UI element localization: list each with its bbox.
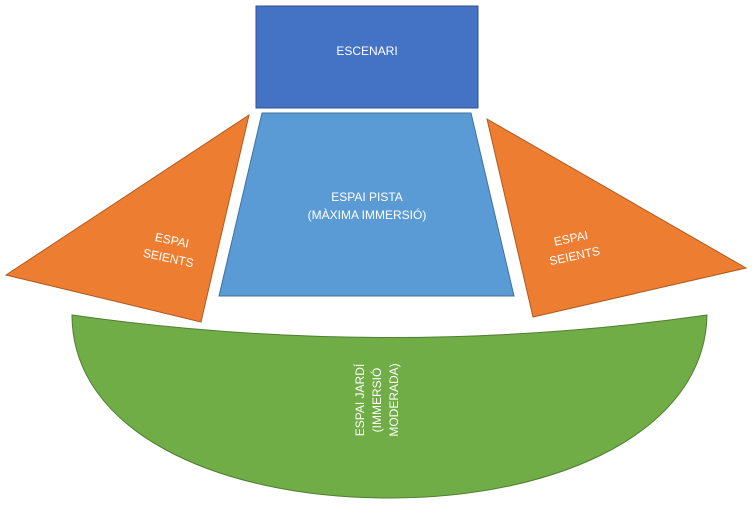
seients-right-area <box>486 117 748 318</box>
jardi-label-line1: ESPAI JARDÍ <box>352 363 367 436</box>
jardi-label-line2: (IMMERSIÓ <box>369 368 384 433</box>
stage-label: ESCENARI <box>336 44 397 58</box>
jardi-label-line3: MODERADA) <box>387 363 401 436</box>
stage-area <box>255 5 479 109</box>
seients-left-area <box>4 113 250 323</box>
pista-label-line1: ESPAI PISTA <box>331 190 403 204</box>
pista-area <box>218 112 515 297</box>
jardi-area <box>71 314 708 499</box>
pista-label-line2: (MÀXIMA IMMERSIÓ) <box>308 207 427 222</box>
